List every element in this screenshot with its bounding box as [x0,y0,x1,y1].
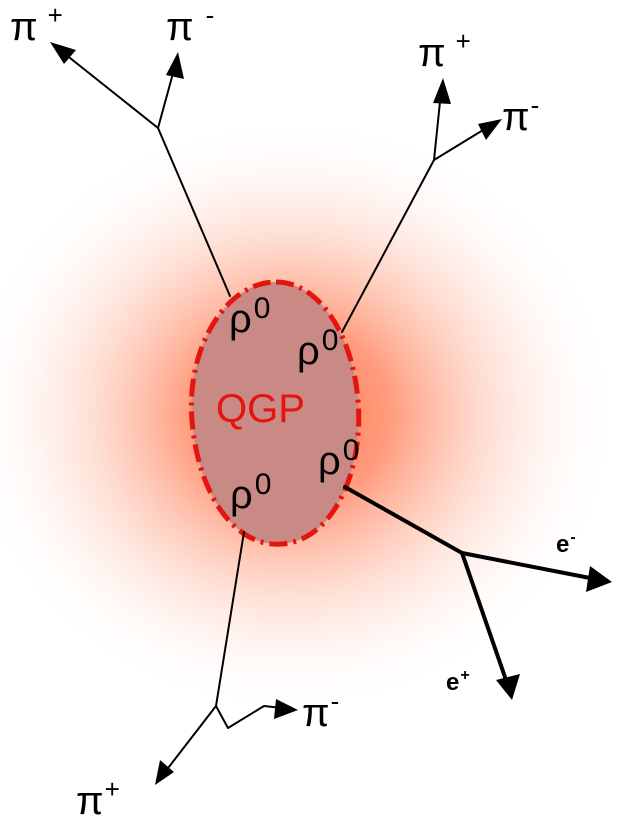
arrow-pi-plus-upper-left [50,42,159,129]
rho-superscript: 0 [255,468,272,501]
pi-symbol: π [502,95,530,139]
rho-label-lower-right: ρ0 [318,434,359,483]
rho-decay-dilepton [343,485,612,700]
rho-decay-upper-right [341,78,502,333]
pi-minus-label-upper-right: π- [502,90,539,139]
pi-minus-label-upper-left: π- [166,0,214,49]
charge-sign: - [206,0,215,30]
arrow-pi-minus-upper-right [433,119,502,161]
pi-plus-label-upper-right: π+ [418,26,471,75]
rho-symbol: ρ [318,439,341,483]
pi-minus-label-bottom: π- [302,686,339,735]
charge-sign: - [570,529,575,546]
charge-sign: + [460,667,469,684]
charge-sign: + [105,774,120,804]
pi-plus-label-upper-left: π+ [10,0,63,49]
positron-label: e+ [446,667,470,696]
rho-symbol: ρ [229,297,252,341]
qgp-fireball [188,279,362,547]
rho-symbol: ρ [297,329,320,373]
rho-symbol: ρ [230,473,253,517]
pi-symbol: π [302,691,330,735]
rho-label-upper-right: ρ0 [297,324,338,373]
pi-symbol: π [166,5,194,49]
rho-superscript: 0 [254,292,271,325]
pi-plus-label-bottom: π+ [76,774,120,819]
arrow-positron [460,551,520,700]
e-symbol: e [556,531,569,558]
electron-label: e- [556,529,576,558]
arrow-pi-minus-bottom [215,699,298,729]
charge-sign: + [456,26,471,56]
rho-superscript: 0 [322,324,339,357]
arrow-electron [460,551,612,592]
charge-sign: - [331,686,340,716]
arrow-pi-plus-bottom [155,705,217,785]
charge-sign: - [531,90,540,120]
charge-sign: + [48,0,63,30]
rho-decay-upper-left [50,42,231,297]
arrow-pi-minus-upper-left [157,52,184,129]
rho-superscript: 0 [343,434,360,467]
e-symbol: e [446,669,459,696]
rho-label-bottom: ρ0 [230,468,271,517]
qgp-label: QGP [216,387,305,431]
arrow-pi-plus-upper-right [433,78,451,161]
pi-symbol: π [76,779,104,819]
pi-symbol: π [418,31,446,75]
rho-label-upper-left: ρ0 [229,292,270,341]
rho-decay-bottom [155,531,298,785]
pi-symbol: π [10,5,38,49]
